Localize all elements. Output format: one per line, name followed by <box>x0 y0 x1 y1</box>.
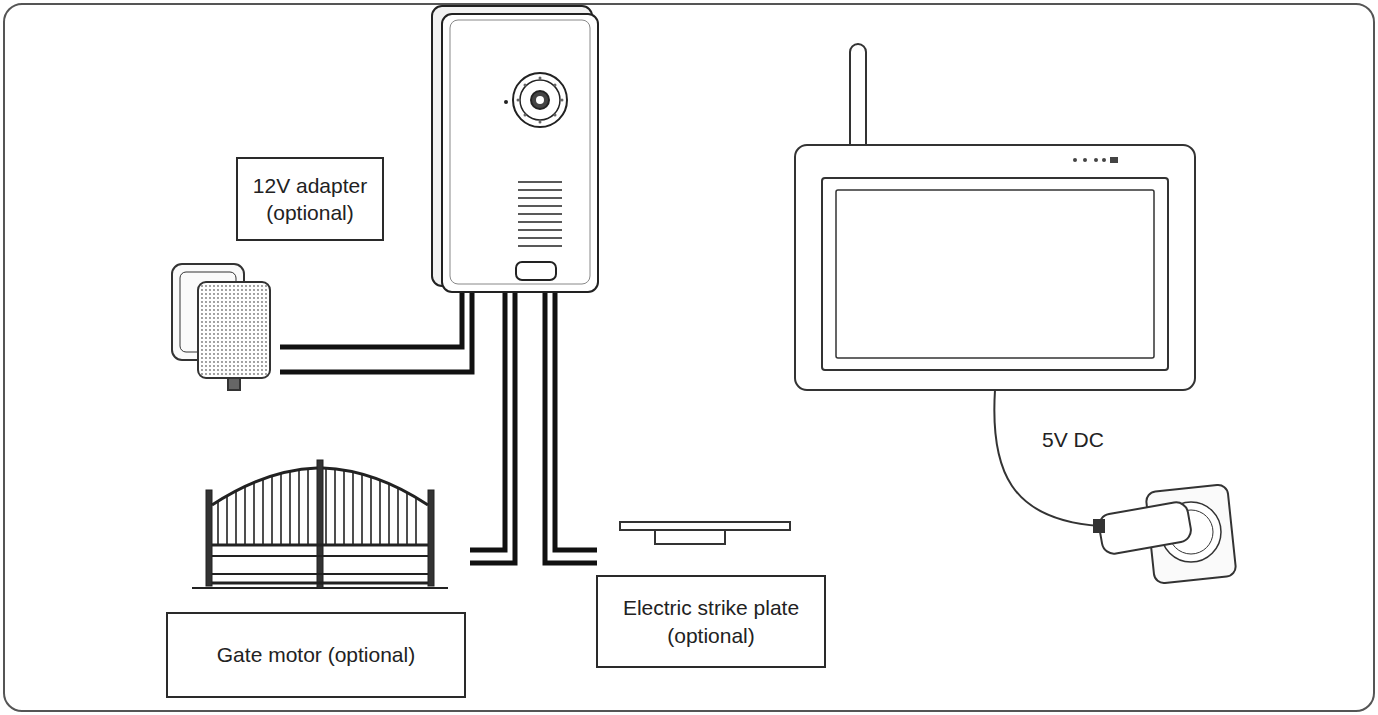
monitor <box>795 44 1195 390</box>
label-box: Electric strike plate (optional) <box>596 575 826 668</box>
power-supply <box>994 390 1236 584</box>
box-text: 12V adapter (optional) <box>248 172 372 227</box>
box-text: Electric strike plate (optional) <box>618 594 804 649</box>
strike-plate <box>620 522 790 544</box>
box-text: Gate motor (optional) <box>217 641 415 668</box>
frame <box>4 4 1374 711</box>
voltage-label: 5V DC <box>1042 428 1104 452</box>
label-box: 12V adapter (optional) <box>236 157 384 241</box>
power-adapter <box>172 264 270 390</box>
wires <box>280 290 597 563</box>
label-box: Gate motor (optional) <box>166 612 466 698</box>
door-station <box>432 6 598 292</box>
gate <box>192 460 448 588</box>
